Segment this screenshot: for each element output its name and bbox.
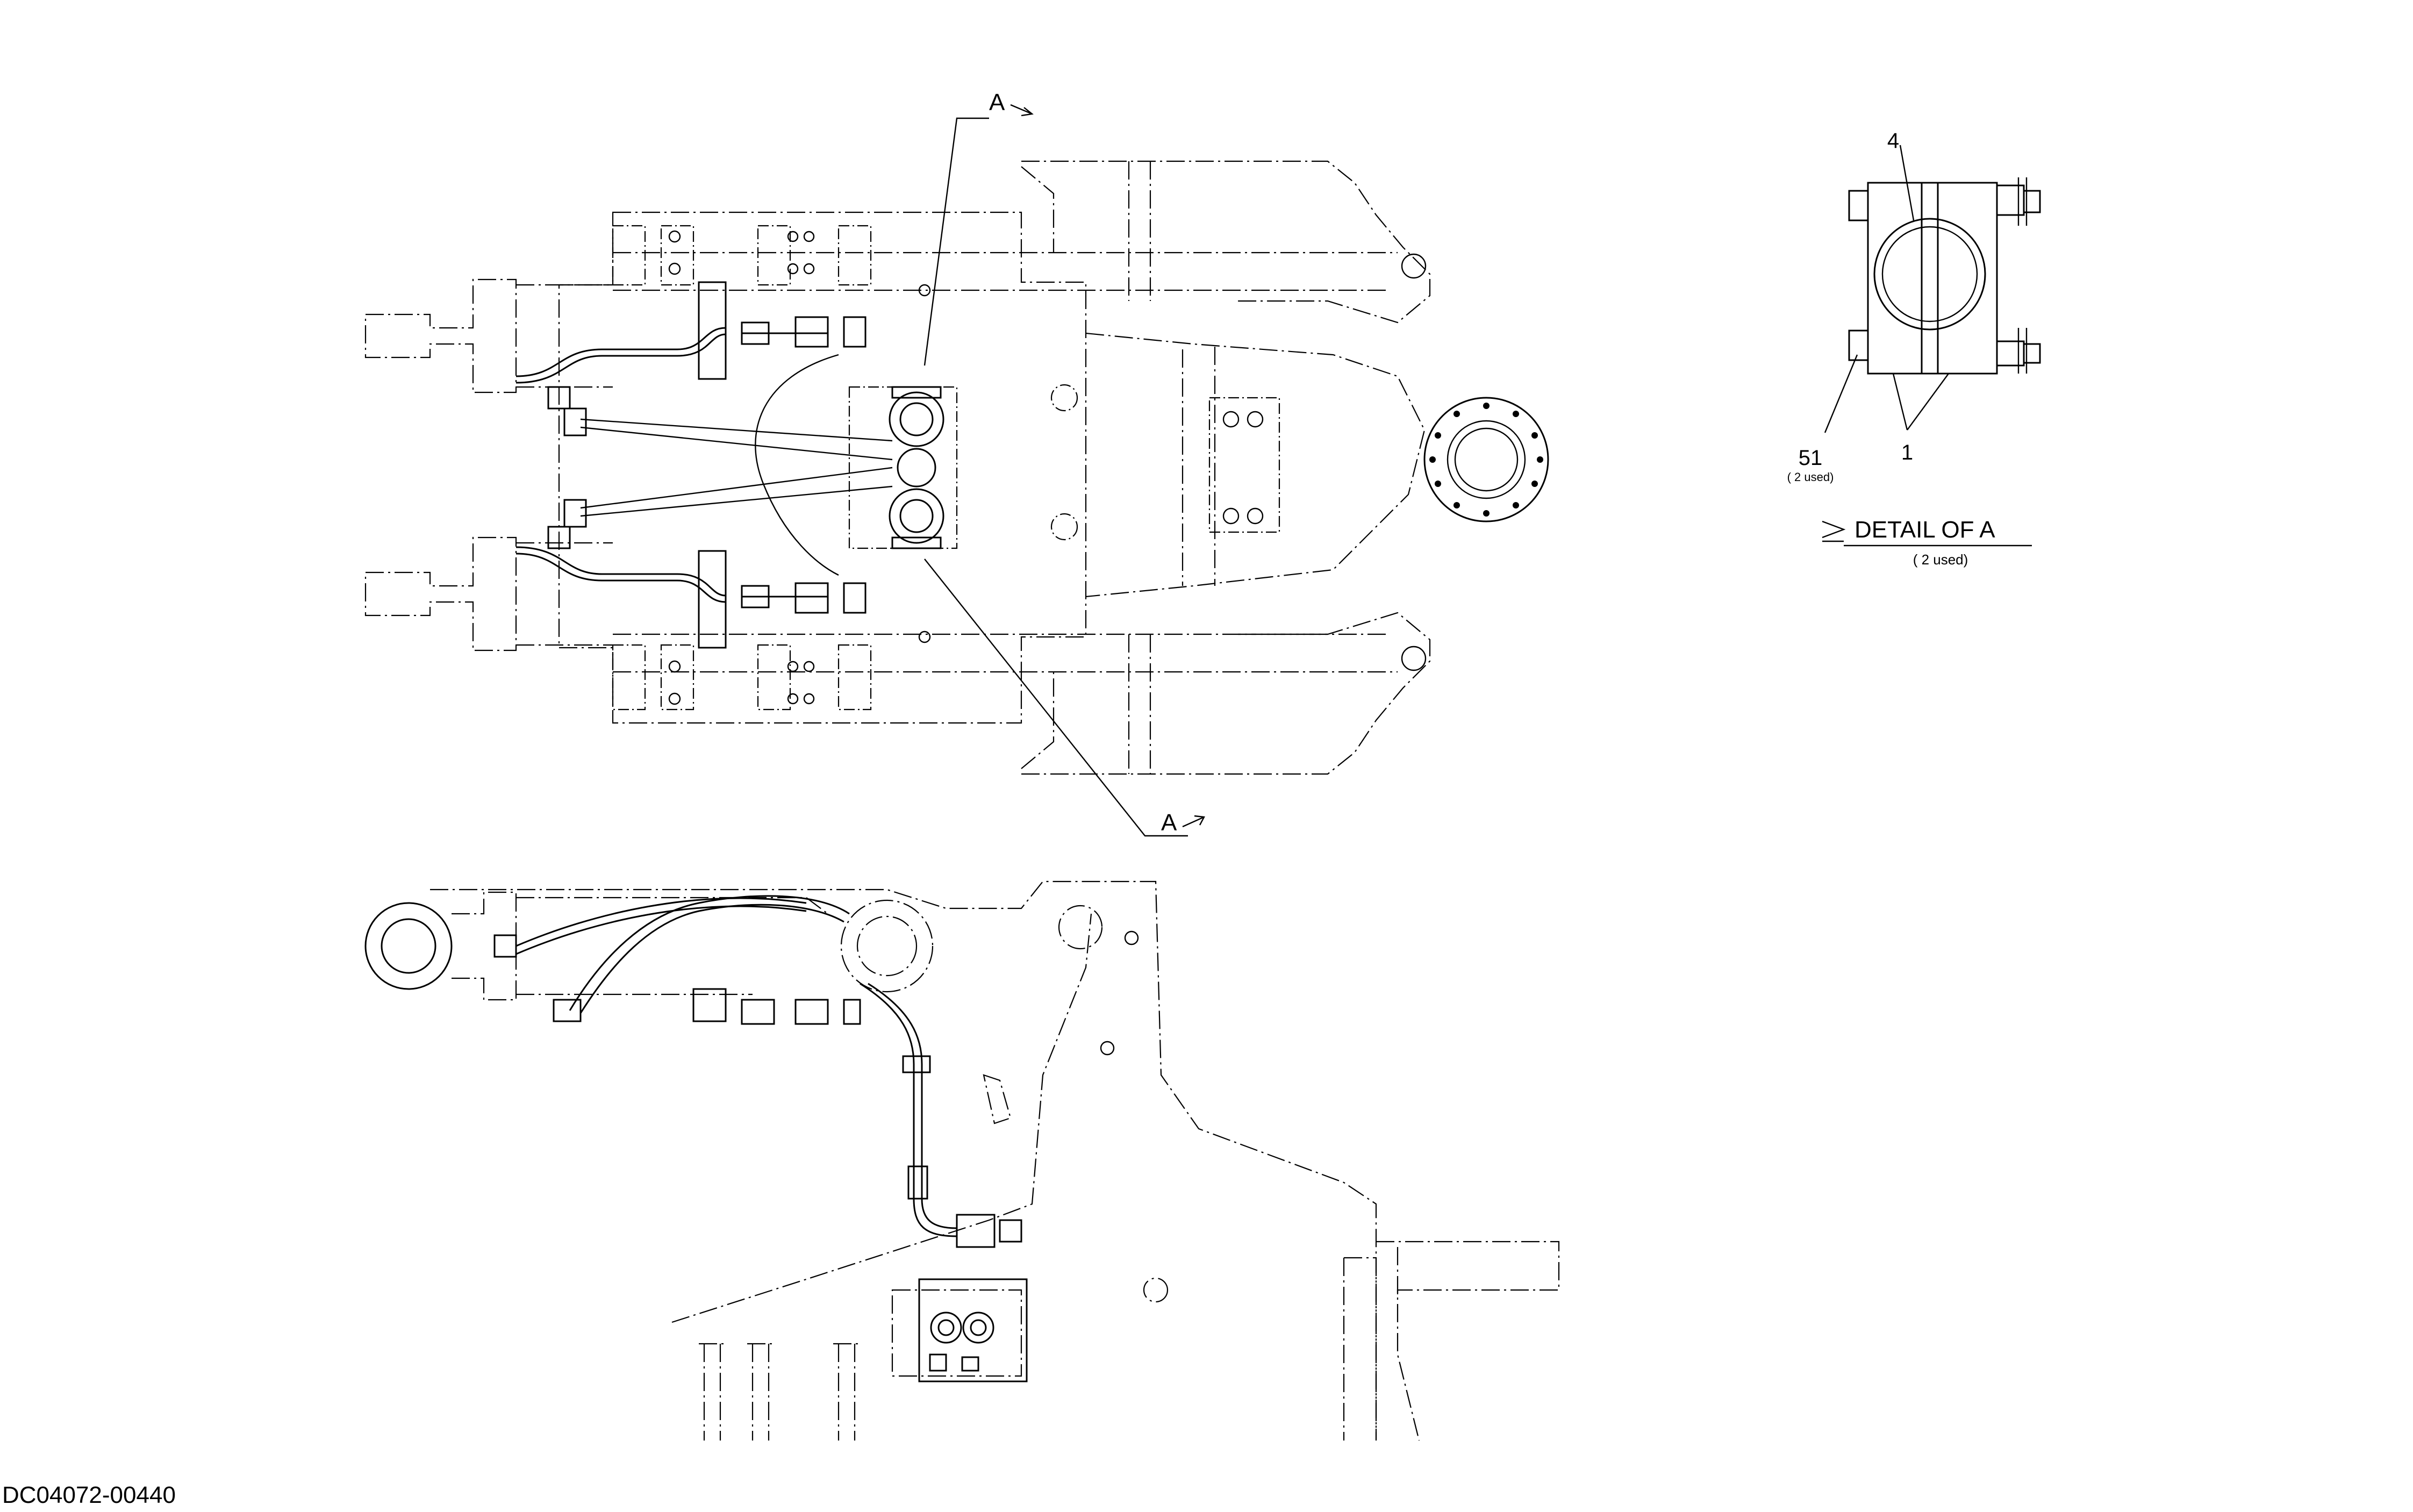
detail-a-title: DETAIL OF A ( 2 used) <box>1822 517 2032 568</box>
detail-qty: ( 2 used) <box>1913 551 1968 568</box>
section-label-top: A <box>989 89 1005 116</box>
section-mark-bottom: A <box>1161 809 1205 836</box>
callout-4: 4 <box>1887 129 1899 153</box>
section-label-bottom: A <box>1161 809 1177 836</box>
detail-a-view <box>1824 145 2041 433</box>
callout-51-qty: ( 2 used) <box>1787 470 1834 484</box>
top-view-assembly <box>364 117 1549 837</box>
section-mark-top: A <box>989 89 1034 117</box>
detail-title: DETAIL OF A <box>1854 517 1995 543</box>
callout-1: 1 <box>1901 441 1913 464</box>
side-view-assembly <box>364 880 1560 1441</box>
drawing-number: DC04072-00440 <box>2 1482 176 1508</box>
callout-51: 51 <box>1799 446 1823 470</box>
detail-symbol-icon <box>1822 520 1846 542</box>
